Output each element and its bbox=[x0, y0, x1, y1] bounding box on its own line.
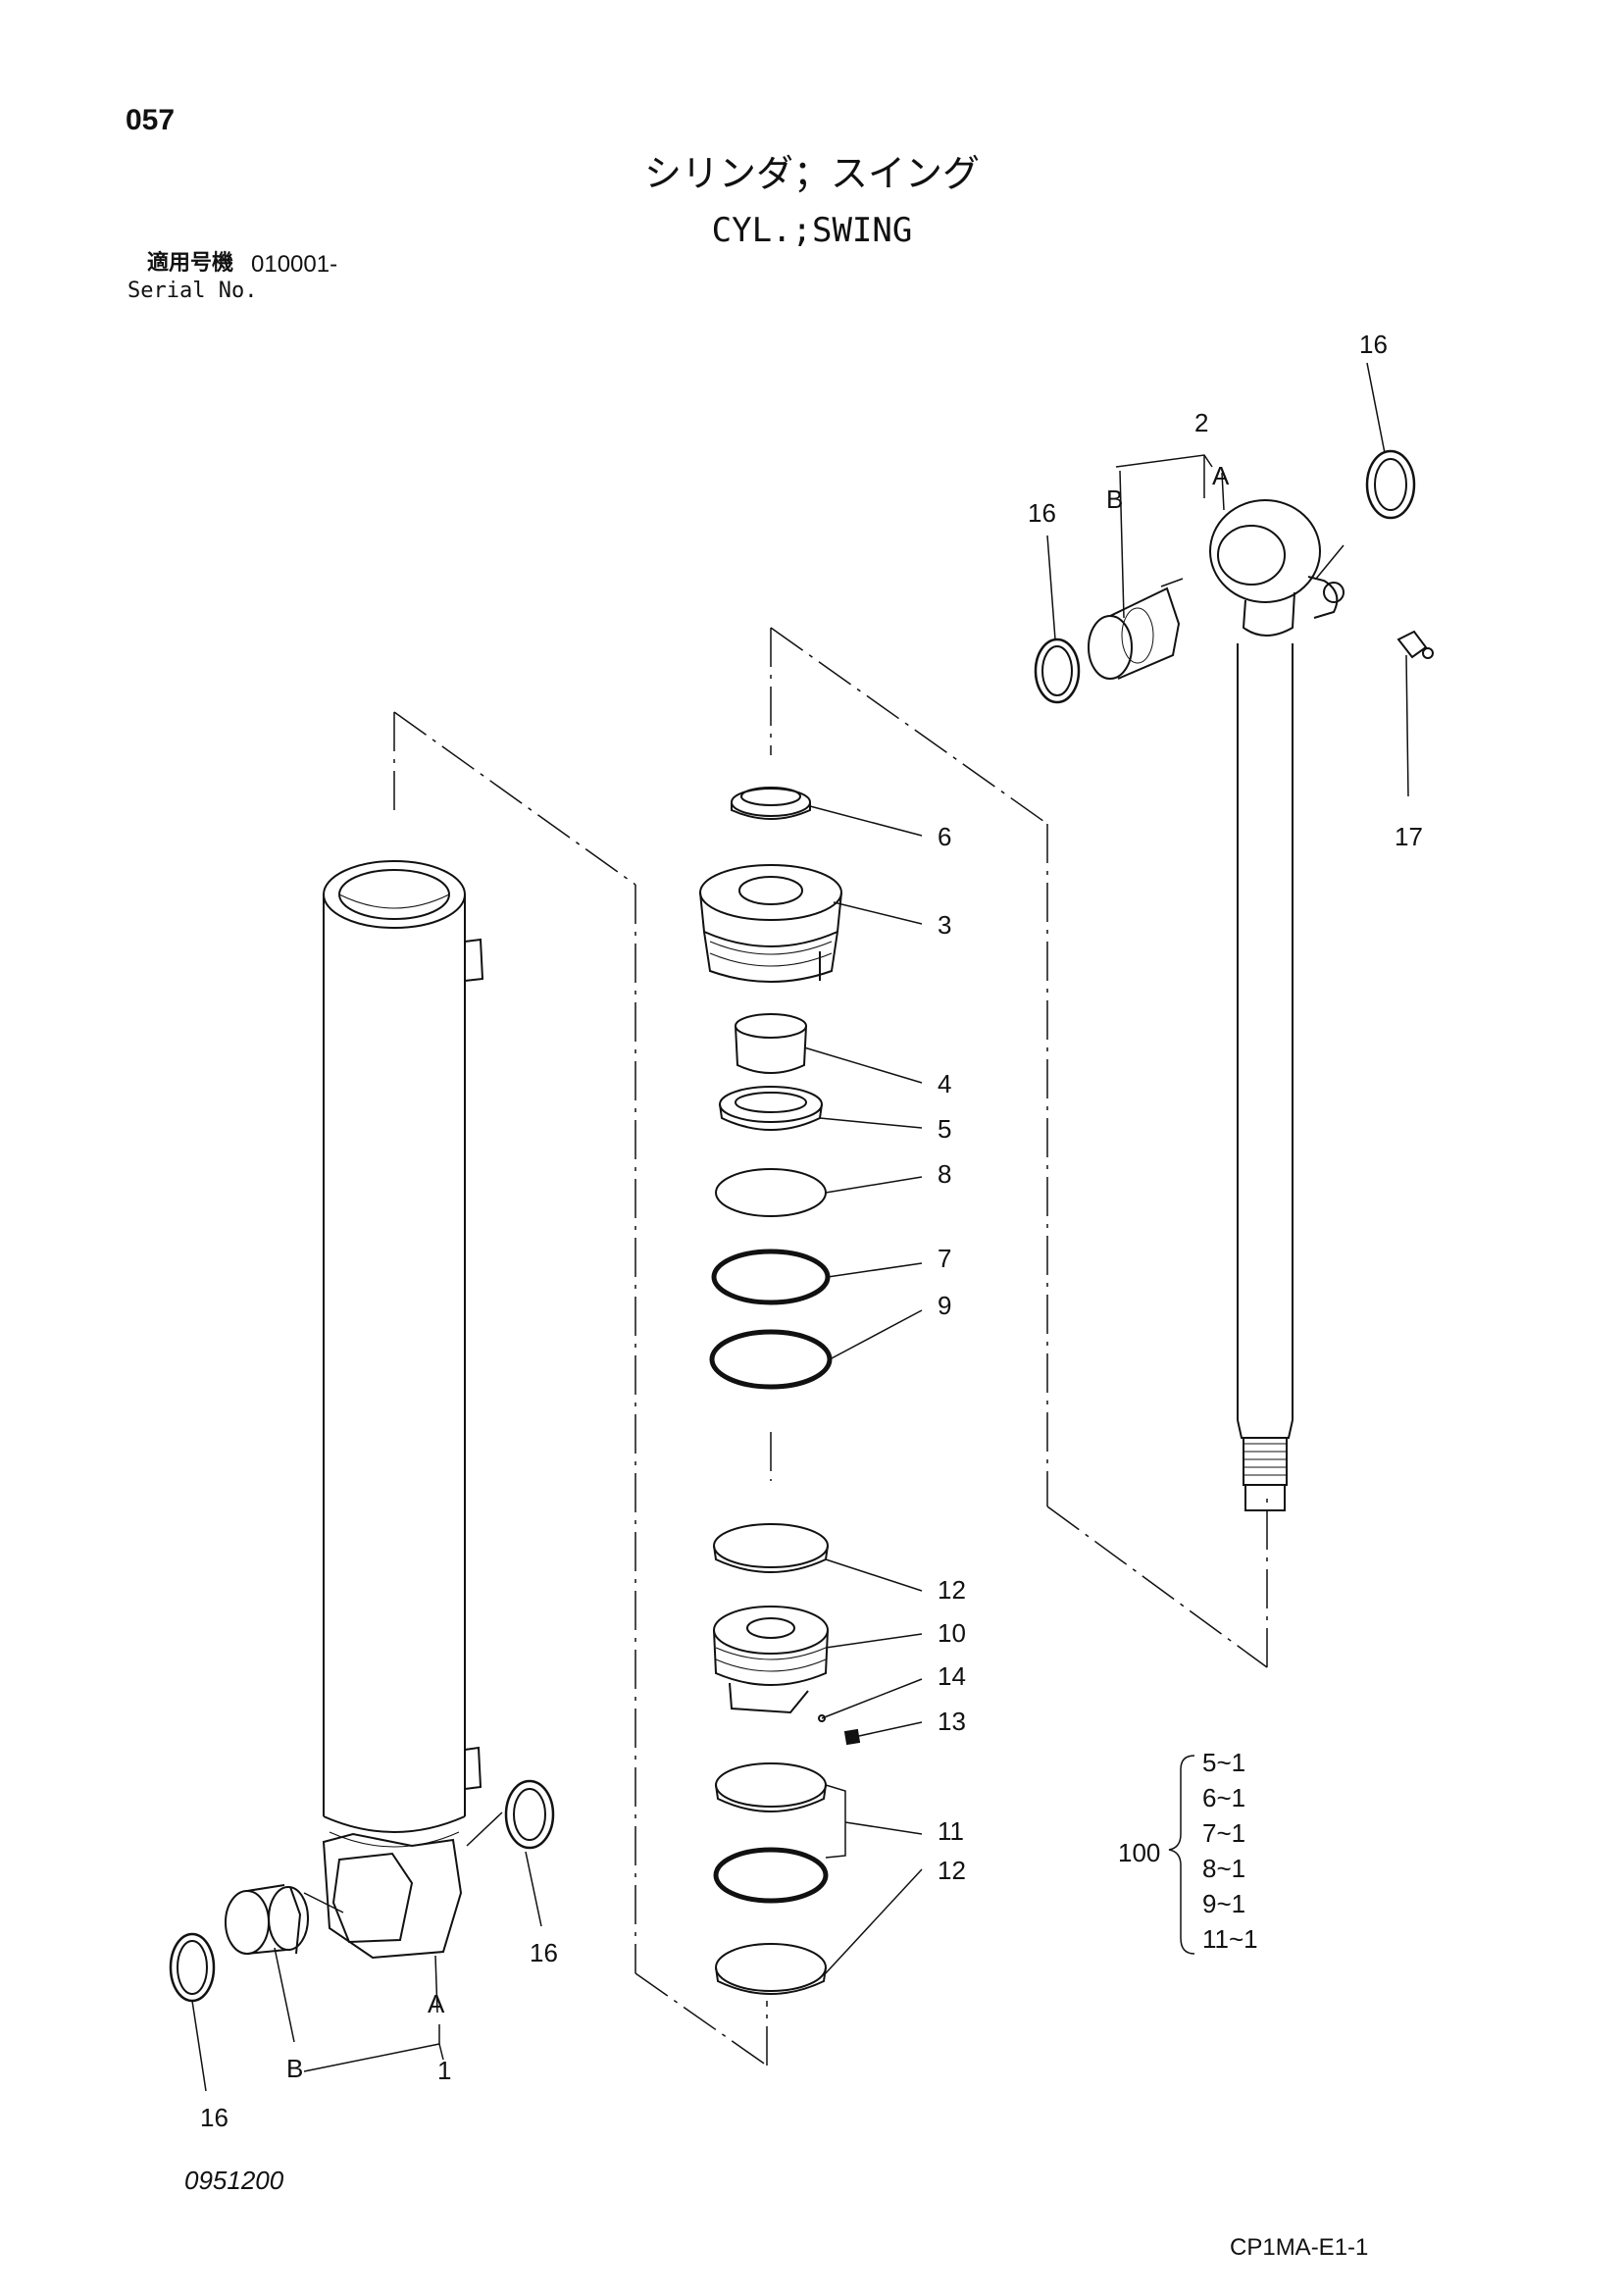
callout-8: 8 bbox=[938, 1159, 951, 1189]
kit-item-5: 9~1 bbox=[1202, 1889, 1245, 1918]
slide-ring bbox=[715, 1762, 827, 1812]
wear-ring-upper bbox=[713, 1523, 829, 1573]
rod-bushing-sleeve bbox=[735, 1013, 807, 1074]
label-a-tube: A bbox=[428, 1989, 445, 2018]
callout-12-upper: 12 bbox=[938, 1575, 966, 1605]
piston bbox=[713, 1606, 829, 1714]
backup-ring bbox=[715, 1168, 827, 1217]
o-ring-large bbox=[709, 1329, 833, 1390]
seal-ring-rod-right bbox=[1365, 449, 1416, 520]
leader-lines bbox=[191, 362, 1409, 2092]
kit-label: 100 bbox=[1118, 1838, 1160, 1867]
kit-item-2: 6~1 bbox=[1202, 1783, 1245, 1812]
cylinder-tube bbox=[322, 860, 484, 1960]
label-b-tube: B bbox=[286, 2054, 303, 2083]
callout-1: 1 bbox=[437, 2056, 451, 2085]
callout-16-top: 16 bbox=[1359, 330, 1388, 359]
kit-item-1: 5~1 bbox=[1202, 1748, 1245, 1777]
page-code: CP1MA-E1-1 bbox=[1230, 2234, 1369, 2261]
tube-bushing bbox=[225, 1884, 309, 1955]
set-screw bbox=[843, 1728, 861, 1746]
diagram-code: 0951200 bbox=[184, 2166, 284, 2195]
seal-kit-group: 100 5~1 6~1 7~1 8~1 9~1 11~1 bbox=[1118, 1748, 1258, 1955]
callout-11: 11 bbox=[938, 1816, 964, 1846]
kit-item-6: 11~1 bbox=[1202, 1924, 1258, 1954]
callout-10: 10 bbox=[938, 1618, 966, 1648]
callout-5: 5 bbox=[938, 1114, 951, 1144]
callout-9: 9 bbox=[938, 1291, 951, 1320]
callout-3: 3 bbox=[938, 910, 951, 940]
callout-6: 6 bbox=[938, 822, 951, 851]
dust-seal bbox=[731, 787, 811, 820]
callout-2: 2 bbox=[1194, 408, 1208, 437]
assembly-outline-lines bbox=[393, 627, 1268, 2066]
label-a-rod: A bbox=[1212, 461, 1230, 490]
callout-16-mid: 16 bbox=[530, 1938, 558, 1967]
seal-ring-tube-right bbox=[504, 1779, 555, 1850]
kit-item-4: 8~1 bbox=[1202, 1854, 1245, 1883]
piston-rod bbox=[1209, 499, 1345, 1511]
wear-ring-lower bbox=[715, 1943, 827, 1995]
callout-labels: 6 3 4 5 8 7 9 12 10 14 13 11 12 16 2 A B… bbox=[200, 330, 1423, 2132]
callout-16-left: 16 bbox=[1028, 498, 1056, 528]
callout-4: 4 bbox=[938, 1069, 951, 1098]
o-ring-small bbox=[711, 1249, 831, 1305]
label-b-rod: B bbox=[1106, 485, 1123, 514]
steel-ball bbox=[818, 1714, 826, 1722]
title-japanese: シリンダ；スイング bbox=[643, 152, 980, 195]
callout-14: 14 bbox=[938, 1661, 966, 1691]
callout-12-lower: 12 bbox=[938, 1856, 966, 1885]
rod-bushing bbox=[1088, 587, 1181, 680]
seal-ring-rod-left bbox=[1034, 638, 1081, 704]
piston-seal bbox=[713, 1847, 829, 1904]
callout-17: 17 bbox=[1395, 822, 1423, 851]
callout-13: 13 bbox=[938, 1707, 966, 1736]
serial-range: 010001- bbox=[251, 251, 338, 278]
rod-packing bbox=[719, 1086, 823, 1131]
callout-7: 7 bbox=[938, 1244, 951, 1273]
cylinder-head bbox=[699, 864, 842, 983]
kit-item-3: 7~1 bbox=[1202, 1818, 1245, 1848]
callout-16-bottom: 16 bbox=[200, 2103, 228, 2132]
page-number: 057 bbox=[126, 104, 176, 136]
title-english: CYL.;SWING bbox=[711, 211, 913, 250]
serial-label-japanese: 適用号機 bbox=[147, 251, 234, 276]
serial-label-english: Serial No. bbox=[127, 279, 258, 303]
grease-nipple bbox=[1396, 630, 1434, 659]
